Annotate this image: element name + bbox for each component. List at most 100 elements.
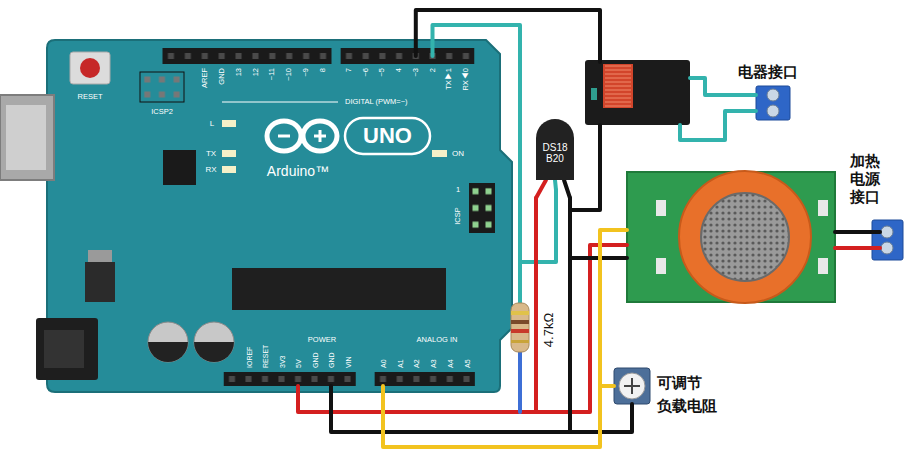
led [222, 120, 236, 127]
wire [570, 125, 600, 210]
potentiometer-knob [619, 373, 645, 399]
voltage-regulator [85, 262, 115, 302]
terminal-screw [881, 226, 893, 238]
wire [600, 384, 614, 388]
pin-label: AREF [201, 68, 209, 88]
usb-port [0, 95, 54, 180]
terminal-block [872, 220, 903, 260]
pin-label: A1 [396, 359, 403, 368]
module-mount [656, 200, 666, 216]
capacitor [194, 322, 234, 362]
logo-plus [319, 130, 322, 142]
pin-label: A0 [380, 359, 387, 368]
pin-label: ~9 [302, 68, 310, 77]
pin-label: A2 [413, 359, 420, 368]
wire [690, 78, 756, 95]
terminal-screw [881, 242, 893, 254]
pin-label: ~6 [362, 68, 370, 77]
part-label: 可调节 负载电阻 [657, 372, 719, 417]
wires [298, 10, 880, 447]
pin-label: GND [328, 352, 335, 368]
wire [680, 111, 756, 140]
reset-button-cap [80, 58, 100, 78]
icsp-header-pins [469, 183, 495, 233]
header-label: ICSP [454, 207, 462, 225]
button-label: RESET [77, 93, 102, 101]
terminal-block [756, 86, 790, 120]
resistor-band [511, 340, 529, 343]
analog-header [375, 372, 475, 386]
pin-label: ~11 [269, 68, 277, 80]
port-label: 电器接口 [738, 65, 798, 80]
power-header [224, 372, 356, 386]
wire [416, 10, 600, 62]
relay-coil [603, 64, 633, 108]
logo-ring [303, 121, 337, 151]
wire [433, 25, 521, 305]
uno-badge [345, 118, 430, 154]
temperature-sensor [536, 119, 574, 180]
module-mount [818, 258, 828, 274]
led [222, 150, 236, 157]
pin-label: VIN [344, 356, 351, 368]
usb-chip [163, 150, 196, 185]
wire [564, 180, 570, 198]
icsp2-header [140, 72, 184, 102]
pin-label: ~3 [412, 68, 420, 77]
digital-header [341, 48, 475, 64]
wire [298, 245, 627, 412]
wire [835, 230, 880, 234]
led-label: RX [205, 166, 216, 174]
module-mount [656, 258, 666, 274]
pin-label: GND [311, 352, 318, 368]
relay-contact [591, 88, 597, 100]
capacitor [148, 322, 188, 362]
pin-label: RX◀0 [462, 68, 470, 91]
header-label: ICSP2 [151, 108, 173, 116]
resistor-band [511, 329, 529, 333]
wire [555, 180, 556, 190]
wire [518, 350, 522, 412]
wire [835, 246, 880, 250]
led-label: TX [206, 150, 216, 158]
pin-label: 13 [235, 68, 243, 76]
logo-minus [278, 135, 290, 138]
wire [331, 386, 632, 432]
led [432, 150, 447, 157]
capacitor-mark [194, 342, 234, 362]
pin-number: 1 [456, 186, 460, 194]
power-jack-inner [44, 330, 84, 368]
sensor-marking: DS18 B20 [542, 142, 567, 164]
power-header-pins [224, 372, 356, 386]
relay [585, 60, 690, 125]
reset-button [70, 52, 110, 84]
pin-label: 4 [395, 68, 403, 72]
wire [534, 198, 538, 412]
microcontroller-chip [232, 268, 446, 310]
led-label: L [210, 120, 214, 128]
pin-label: 8 [319, 68, 327, 72]
resistor-band [511, 320, 529, 324]
board-brand: Arduino™ [267, 164, 329, 178]
pin-label: IOREF [245, 347, 252, 368]
sensor-module [627, 172, 835, 302]
header-label: DIGITAL (PWM=~) [345, 98, 408, 106]
icsp-header [469, 183, 495, 233]
header-label: POWER [308, 336, 336, 344]
capacitor-mark [148, 342, 188, 362]
potentiometer [614, 368, 650, 404]
board-model: UNO [363, 125, 412, 147]
regulator-tab [88, 250, 112, 262]
terminal-screw [767, 89, 779, 101]
pin-label: ~5 [379, 68, 387, 77]
led-label: ON [452, 150, 464, 158]
terminal-screw [767, 105, 779, 117]
pin-label: 5V [295, 359, 302, 368]
resistor-band [511, 311, 529, 315]
pin-label: GND [218, 68, 226, 85]
resistor-symbol [511, 303, 529, 352]
silkscreen-line [222, 102, 338, 103]
digital-header-pins [163, 48, 332, 64]
pin-label: RESET [262, 345, 269, 368]
